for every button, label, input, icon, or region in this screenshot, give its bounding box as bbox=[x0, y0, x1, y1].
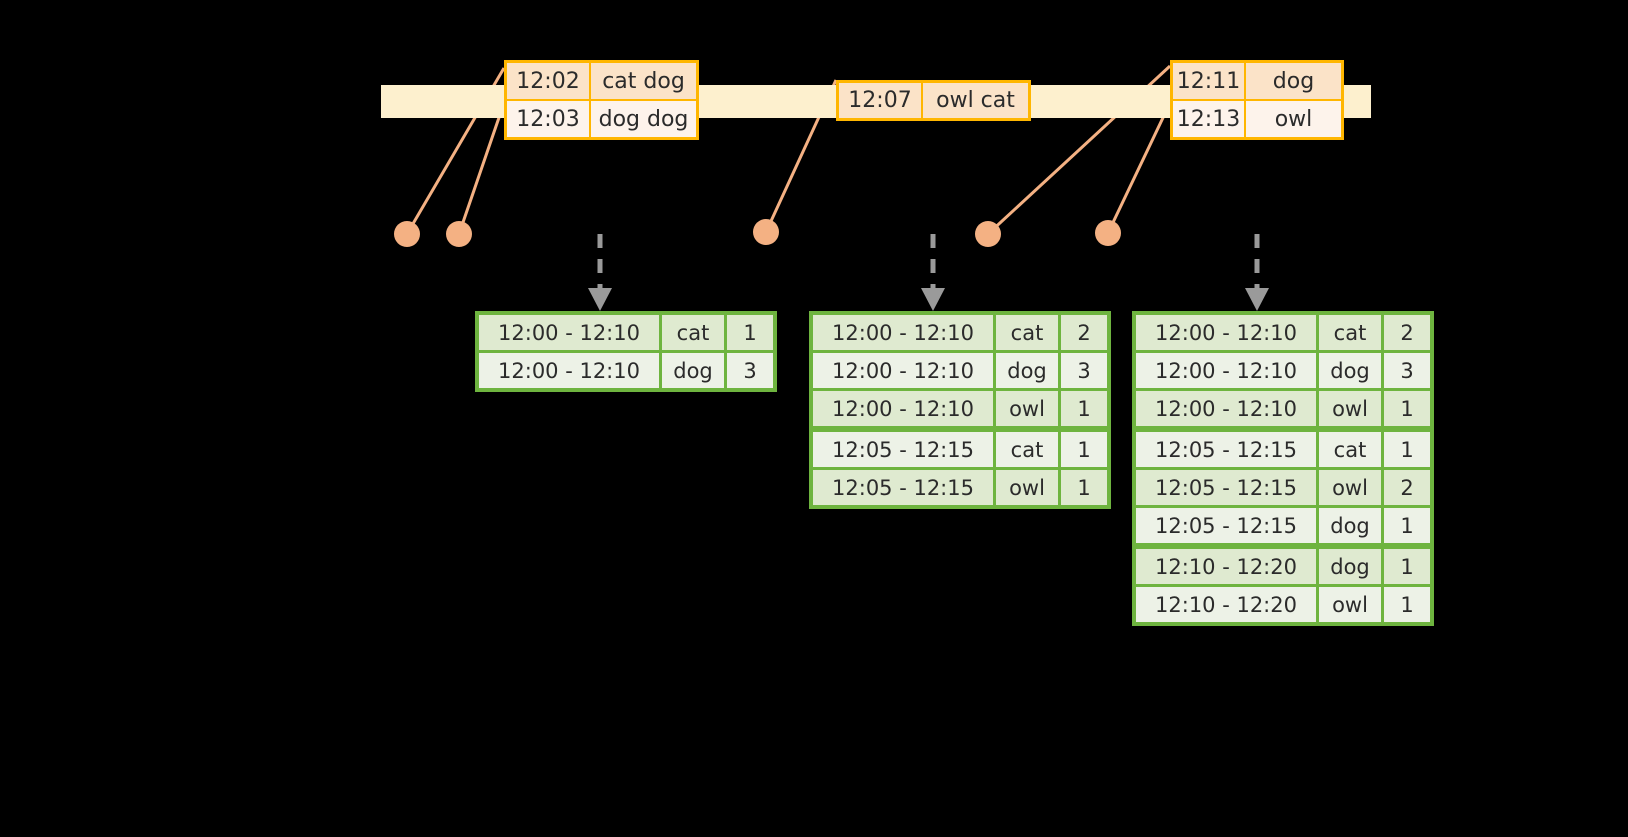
cell-count: 2 bbox=[1384, 315, 1430, 350]
dashed-arrow-head-2 bbox=[921, 288, 945, 311]
cell-window: 12:10 - 12:20 bbox=[1136, 549, 1316, 584]
dot-1 bbox=[394, 221, 420, 247]
cell-word: cat bbox=[662, 315, 724, 350]
cell-window: 12:00 - 12:10 bbox=[1136, 315, 1316, 350]
cell-word: owl bbox=[996, 391, 1058, 426]
result-table-1[interactable]: 12:00 - 12:10 cat 1 12:00 - 12:10 dog 3 bbox=[475, 311, 777, 392]
table-row: 12:05 - 12:15 owl 1 bbox=[813, 470, 1107, 505]
event-row: 12:11 dog bbox=[1173, 63, 1341, 99]
table-row: 12:00 - 12:10 cat 2 bbox=[1136, 315, 1430, 350]
cell-word: dog bbox=[662, 353, 724, 388]
event-time: 12:07 bbox=[839, 83, 923, 118]
cell-window: 12:00 - 12:10 bbox=[1136, 391, 1316, 426]
cell-word: cat bbox=[1319, 315, 1381, 350]
cell-word: cat bbox=[996, 432, 1058, 467]
event-row: 12:02 cat dog bbox=[507, 63, 696, 99]
result-group: 12:10 - 12:20 dog 1 12:10 - 12:20 owl 1 bbox=[1136, 549, 1430, 622]
table-row: 12:10 - 12:20 dog 1 bbox=[1136, 549, 1430, 584]
cell-count: 1 bbox=[1061, 432, 1107, 467]
table-row: 12:00 - 12:10 cat 1 bbox=[479, 315, 773, 350]
cell-count: 1 bbox=[1384, 549, 1430, 584]
event-time: 12:11 bbox=[1173, 63, 1246, 99]
cell-window: 12:00 - 12:10 bbox=[1136, 353, 1316, 388]
result-group: 12:05 - 12:15 cat 1 12:05 - 12:15 owl 2 … bbox=[1136, 432, 1430, 543]
dot-group bbox=[394, 219, 1121, 247]
cell-count: 1 bbox=[1384, 391, 1430, 426]
event-words: owl cat bbox=[936, 88, 1015, 113]
cell-window: 12:05 - 12:15 bbox=[1136, 470, 1316, 505]
event-words: dog dog bbox=[598, 106, 689, 132]
event-words: dog bbox=[1272, 68, 1315, 94]
table-row: 12:05 - 12:15 dog 1 bbox=[1136, 508, 1430, 543]
event-time: 12:02 bbox=[507, 63, 591, 99]
cell-count: 1 bbox=[1061, 391, 1107, 426]
dot-4 bbox=[975, 221, 1001, 247]
cell-word: cat bbox=[996, 315, 1058, 350]
event-group-1[interactable]: 12:02 cat dog 12:03 dog dog bbox=[504, 60, 699, 140]
cell-window: 12:00 - 12:10 bbox=[813, 315, 993, 350]
cell-count: 3 bbox=[1384, 353, 1430, 388]
cell-count: 3 bbox=[1061, 353, 1107, 388]
table-row: 12:05 - 12:15 cat 1 bbox=[1136, 432, 1430, 467]
dashed-arrow-head-1 bbox=[588, 288, 612, 311]
cell-word: dog bbox=[1319, 508, 1381, 543]
dot-5 bbox=[1095, 220, 1121, 246]
cell-count: 2 bbox=[1061, 315, 1107, 350]
cell-word: dog bbox=[1319, 353, 1381, 388]
cell-count: 2 bbox=[1384, 470, 1430, 505]
cell-window: 12:10 - 12:20 bbox=[1136, 587, 1316, 622]
cell-window: 12:05 - 12:15 bbox=[813, 432, 993, 467]
event-row: 12:13 owl bbox=[1173, 99, 1341, 137]
event-time: 12:03 bbox=[507, 101, 591, 137]
result-group: 12:00 - 12:10 cat 2 12:00 - 12:10 dog 3 … bbox=[1136, 315, 1430, 426]
cell-window: 12:00 - 12:10 bbox=[813, 391, 993, 426]
wire-event3-dot5 bbox=[1106, 102, 1172, 234]
cell-word: owl bbox=[1319, 391, 1381, 426]
event-group-3[interactable]: 12:11 dog 12:13 owl bbox=[1170, 60, 1344, 140]
cell-window: 12:05 - 12:15 bbox=[813, 470, 993, 505]
event-words: cat dog bbox=[602, 68, 685, 94]
dashed-arrow-head-3 bbox=[1245, 288, 1269, 311]
table-row: 12:00 - 12:10 dog 3 bbox=[813, 353, 1107, 388]
cell-window: 12:00 - 12:10 bbox=[813, 353, 993, 388]
cell-window: 12:05 - 12:15 bbox=[1136, 508, 1316, 543]
cell-word: dog bbox=[1319, 549, 1381, 584]
cell-word: owl bbox=[996, 470, 1058, 505]
cell-count: 1 bbox=[727, 315, 773, 350]
cell-count: 1 bbox=[1384, 587, 1430, 622]
table-row: 12:00 - 12:10 dog 3 bbox=[479, 353, 773, 388]
result-group: 12:00 - 12:10 cat 1 12:00 - 12:10 dog 3 bbox=[479, 315, 773, 388]
cell-word: owl bbox=[1319, 470, 1381, 505]
cell-count: 3 bbox=[727, 353, 773, 388]
table-row: 12:00 - 12:10 owl 1 bbox=[1136, 391, 1430, 426]
cell-word: cat bbox=[1319, 432, 1381, 467]
table-row: 12:10 - 12:20 owl 1 bbox=[1136, 587, 1430, 622]
cell-window: 12:05 - 12:15 bbox=[1136, 432, 1316, 467]
event-row: 12:03 dog dog bbox=[507, 99, 696, 137]
dot-2 bbox=[446, 221, 472, 247]
table-row: 12:00 - 12:10 cat 2 bbox=[813, 315, 1107, 350]
table-row: 12:05 - 12:15 cat 1 bbox=[813, 432, 1107, 467]
result-group: 12:05 - 12:15 cat 1 12:05 - 12:15 owl 1 bbox=[813, 432, 1107, 505]
event-time: 12:13 bbox=[1173, 101, 1246, 137]
cell-word: owl bbox=[1319, 587, 1381, 622]
table-row: 12:00 - 12:10 owl 1 bbox=[813, 391, 1107, 426]
cell-word: dog bbox=[996, 353, 1058, 388]
event-words: owl bbox=[1274, 106, 1313, 132]
result-group: 12:00 - 12:10 cat 2 12:00 - 12:10 dog 3 … bbox=[813, 315, 1107, 426]
event-row: 12:07 owl cat bbox=[839, 83, 1028, 118]
table-row: 12:05 - 12:15 owl 2 bbox=[1136, 470, 1430, 505]
cell-count: 1 bbox=[1061, 470, 1107, 505]
table-row: 12:00 - 12:10 dog 3 bbox=[1136, 353, 1430, 388]
dot-3 bbox=[753, 219, 779, 245]
event-group-2[interactable]: 12:07 owl cat bbox=[836, 80, 1031, 121]
cell-count: 1 bbox=[1384, 432, 1430, 467]
result-table-2[interactable]: 12:00 - 12:10 cat 2 12:00 - 12:10 dog 3 … bbox=[809, 311, 1111, 509]
cell-window: 12:00 - 12:10 bbox=[479, 353, 659, 388]
wire-event1-dot2 bbox=[457, 102, 506, 235]
cell-window: 12:00 - 12:10 bbox=[479, 315, 659, 350]
cell-count: 1 bbox=[1384, 508, 1430, 543]
result-table-3[interactable]: 12:00 - 12:10 cat 2 12:00 - 12:10 dog 3 … bbox=[1132, 311, 1434, 626]
